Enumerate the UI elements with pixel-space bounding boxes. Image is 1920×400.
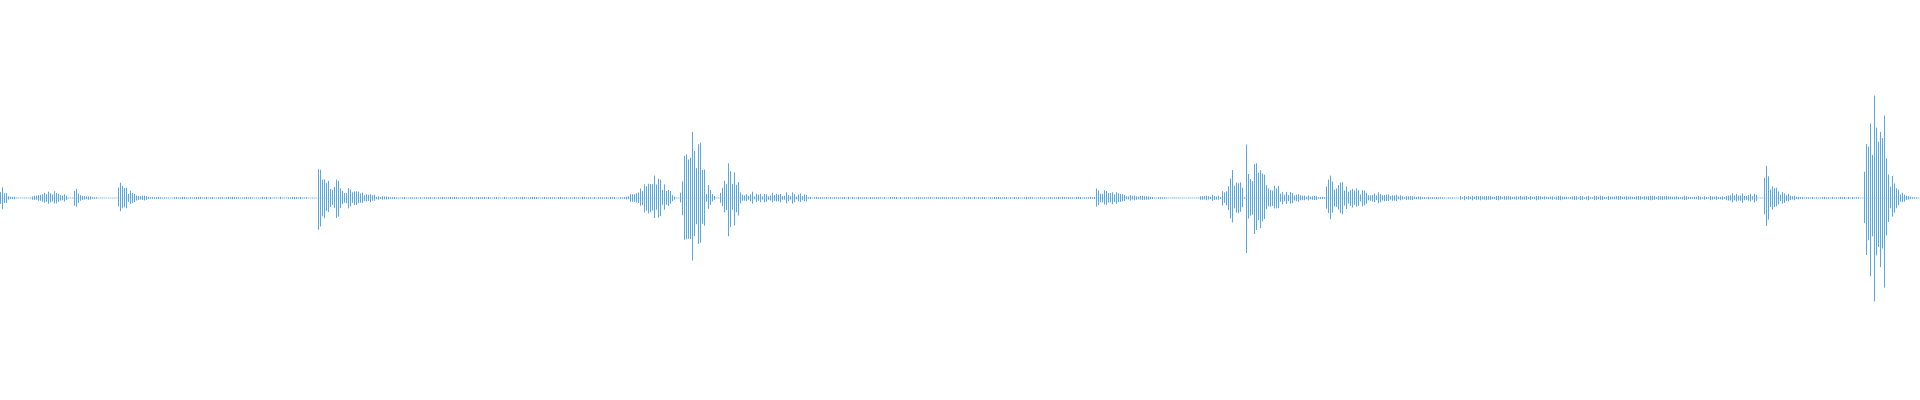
waveform-trace — [0, 95, 1919, 302]
